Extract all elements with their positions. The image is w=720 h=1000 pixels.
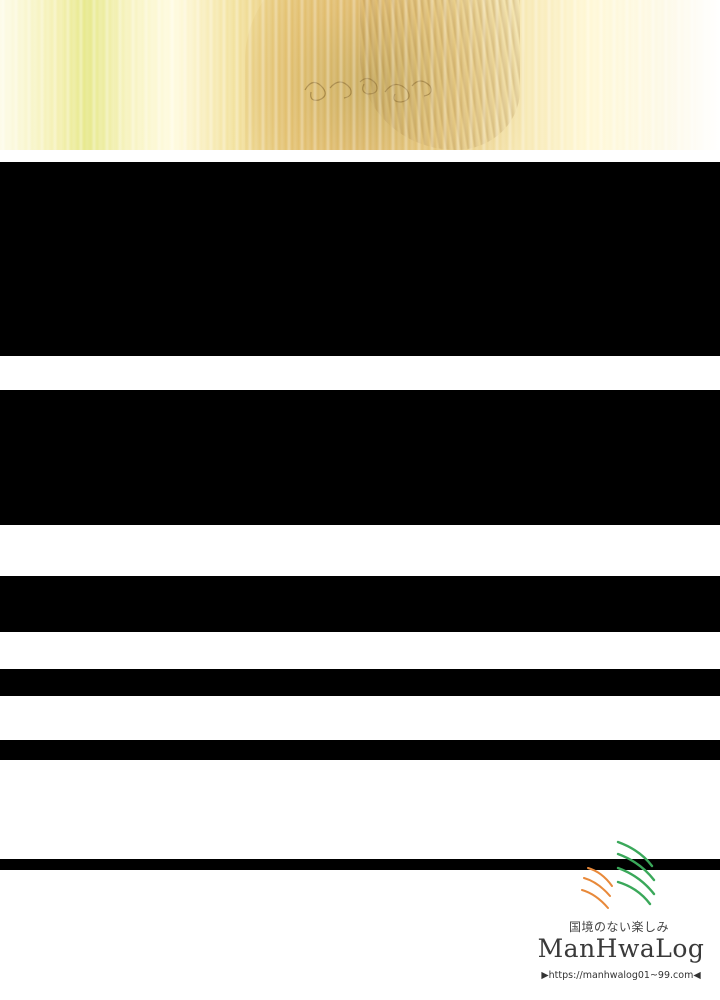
redaction-bar [0,162,720,356]
watermark-brand: ManHwaLog [537,934,705,963]
watermark-url-text: https://manhwalog01~99.com [548,970,694,981]
figure-silhouette [245,0,525,150]
watermark-tagline: 国境のない楽しみ [568,920,669,934]
redaction-bar [0,740,720,760]
redaction-bar [0,669,720,696]
light-streaks [0,0,720,150]
site-watermark: 国境のない楽しみ ManHwaLog ▶https://manhwalog01~… [526,838,716,990]
watermark-url: ▶https://manhwalog01~99.com◀ [526,970,716,981]
redaction-bar [0,390,720,525]
redaction-bar [0,576,720,632]
reverse-arrow-icon: ◀ [693,970,701,981]
illustration-panel [0,0,720,150]
play-arrow-icon: ▶ [541,970,549,981]
lace-ornament-icon [304,77,432,103]
redaction-bar [0,859,720,870]
manhwalog-logo-icon [581,840,656,909]
